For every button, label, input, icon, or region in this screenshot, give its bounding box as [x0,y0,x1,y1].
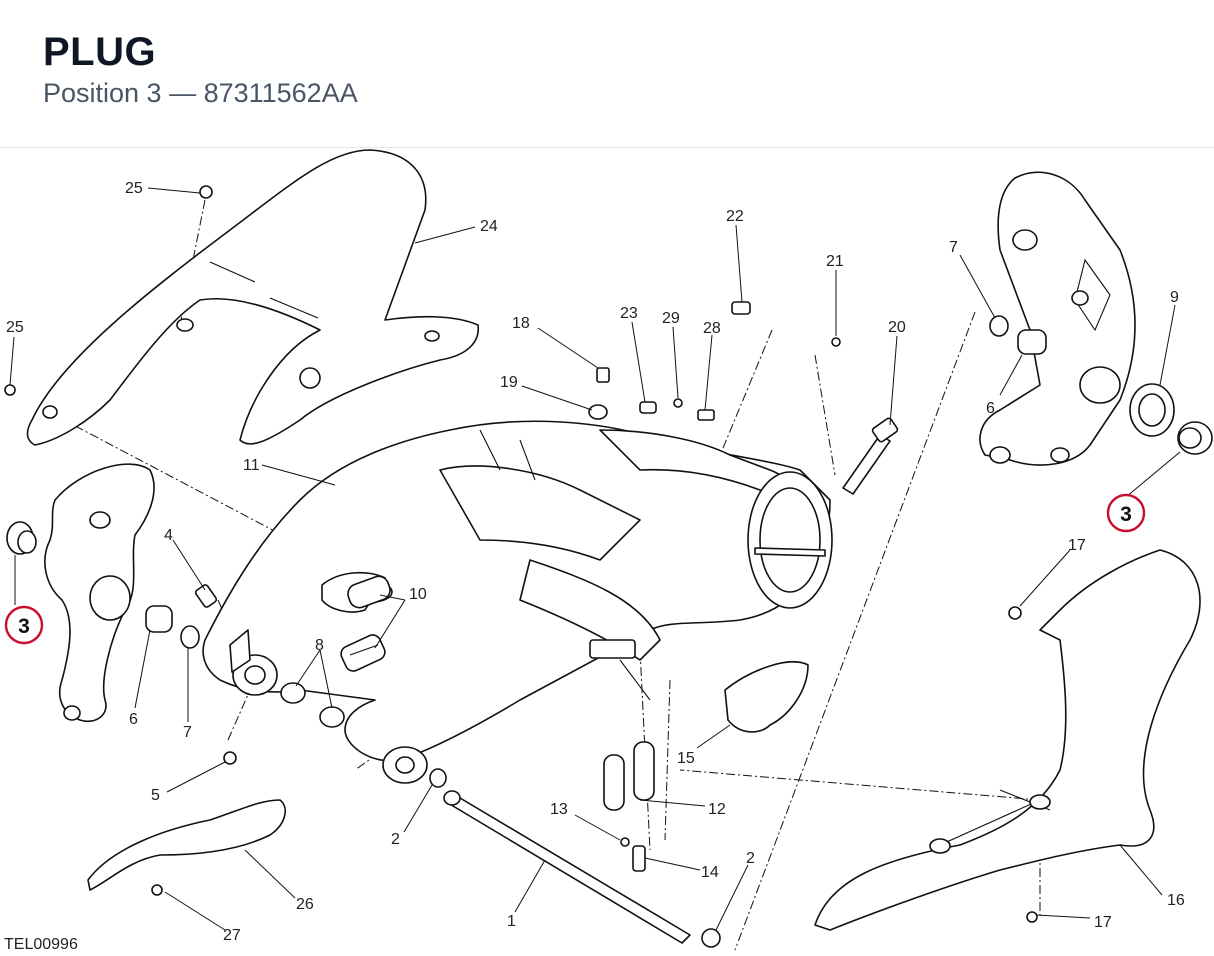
callout-23: 23 [620,305,638,322]
callout-25a: 25 [125,180,143,197]
callout-24: 24 [480,218,498,235]
part-16-lower-guard [814,549,1201,931]
callout-29: 29 [662,310,680,327]
part-10-pads [340,575,391,672]
callout-21: 21 [826,253,844,270]
callout-6a: 6 [986,400,995,417]
callout-22: 22 [726,208,744,225]
exploded-parts-diagram: 25 24 25 22 21 18 23 29 28 20 19 7 9 6 1… [0,148,1214,956]
callout-17b: 17 [1094,914,1112,931]
callout-16: 16 [1167,892,1185,909]
callout-7a: 7 [949,239,958,256]
callout-6b: 6 [129,711,138,728]
callout-7b: 7 [183,724,192,741]
highlight-number: 3 [1120,503,1132,526]
leader-lines [9,187,1181,931]
header: PLUG Position 3 — 87311562AA [0,0,1214,148]
part-24-rear-fender [26,149,479,446]
callout-18: 18 [512,315,530,332]
callout-15: 15 [677,750,695,767]
part-15-cover [724,661,809,733]
part-26-chain-guard [87,799,286,891]
callout-5: 5 [151,787,160,804]
highlight-ring [1106,493,1146,533]
part-11-swingarm [202,420,833,784]
callout-2a: 2 [391,831,400,848]
callout-20: 20 [888,319,906,336]
part-right-footpeg-plate [979,171,1136,466]
callout-17a: 17 [1068,537,1086,554]
highlight-ring [4,605,44,645]
highlight-callout-3-right[interactable]: 3 [1106,493,1146,533]
drawing-reference-code: TEL00996 [4,936,78,953]
part-left-footpeg-plate [44,463,155,722]
callout-8: 8 [315,637,324,654]
callout-19: 19 [500,374,518,391]
callout-26: 26 [296,896,314,913]
callout-25b: 25 [6,319,24,336]
callout-14: 14 [701,864,719,881]
highlight-callout-3-left[interactable]: 3 [4,605,44,645]
callout-12: 12 [708,801,726,818]
page-subtitle: Position 3 — 87311562AA [43,78,358,108]
callout-2b: 2 [746,850,755,867]
highlight-number: 3 [18,615,30,638]
callout-9: 9 [1170,289,1179,306]
callout-13: 13 [550,801,568,818]
callout-11: 11 [243,457,260,474]
callout-28: 28 [703,320,721,337]
callout-labels: 25 24 25 22 21 18 23 29 28 20 19 7 9 6 1… [6,180,1185,944]
small-parts [4,185,1213,948]
callout-4: 4 [164,527,173,544]
callout-27: 27 [223,927,241,944]
callout-10: 10 [409,586,427,603]
callout-1: 1 [507,913,516,930]
page-title: PLUG [43,30,157,74]
diagram-svg: 25 24 25 22 21 18 23 29 28 20 19 7 9 6 1… [4,149,1213,951]
